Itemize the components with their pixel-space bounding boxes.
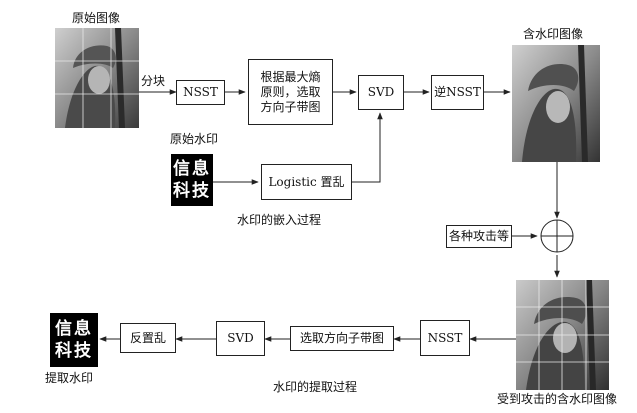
nsst-box-top: NSST: [176, 80, 225, 105]
attacked-image: [516, 280, 609, 390]
inverse-nsst-box: 逆NSST: [431, 75, 484, 110]
label-embed-process: 水印的嵌入过程: [237, 213, 322, 227]
watermark-text-line2: 科技: [173, 181, 211, 201]
extracted-text-line2: 科技: [55, 341, 93, 361]
max-entropy-box: 根据最大熵原则，选取方向子带图: [248, 59, 333, 125]
label-extract-process: 水印的提取过程: [273, 380, 358, 394]
extracted-watermark: 信息 科技: [50, 313, 98, 367]
label-attacked-image: 受到攻击的含水印图像: [497, 392, 618, 406]
label-original-watermark: 原始水印: [170, 132, 219, 146]
svd-box-bottom: SVD: [216, 321, 265, 356]
nsst-box-bottom: NSST: [420, 320, 470, 356]
attack-combine-icon: [540, 219, 574, 253]
watermark-text-line1: 信息: [173, 159, 211, 179]
label-watermarked-image: 含水印图像: [523, 27, 584, 41]
watermarked-image: [512, 45, 600, 162]
original-image: [55, 28, 139, 128]
extracted-text-line1: 信息: [55, 319, 93, 339]
svd-box-top: SVD: [358, 75, 404, 110]
select-subband-box: 选取方向子带图: [290, 326, 394, 351]
attacks-box: 各种攻击等: [446, 225, 512, 248]
label-original-image: 原始图像: [72, 11, 121, 25]
label-split: 分块: [141, 74, 166, 88]
unscramble-box: 反置乱: [120, 323, 176, 353]
original-watermark: 信息 科技: [171, 154, 213, 206]
arrow-logistic-to-svd: [352, 112, 383, 183]
label-extracted-watermark: 提取水印: [45, 371, 94, 385]
logistic-box: Logistic 置乱: [261, 164, 352, 200]
